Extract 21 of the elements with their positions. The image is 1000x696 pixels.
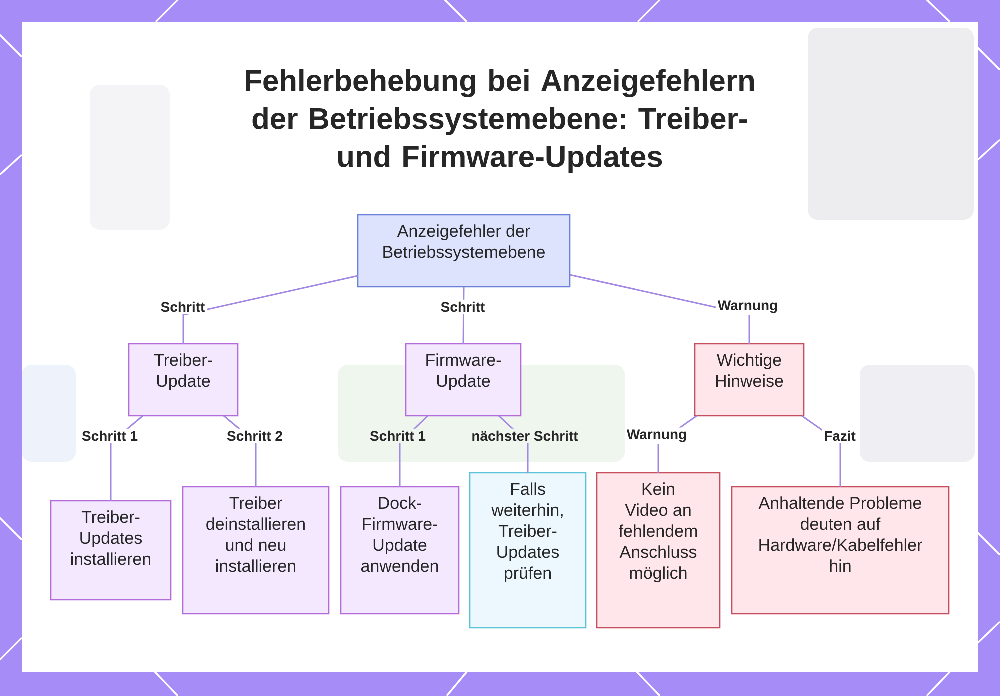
title: Fehlerbehebung bei Anzeigefehlern der Betriebssystemebene: Treiber- und Firmware-Updates bbox=[246, 69, 754, 174]
edge-label: Schritt 1 bbox=[80, 428, 140, 444]
edge-label: nächster Schritt bbox=[470, 428, 580, 444]
step-box: Treiber-Updates installieren bbox=[50, 500, 172, 601]
step-box: Dock-Firmware-Update anwenden bbox=[340, 486, 460, 615]
edge-label: Schritt 2 bbox=[225, 428, 285, 444]
warning-box: Anhaltende Probleme deuten auf Hardware/Kabelfehler hin bbox=[731, 486, 950, 615]
warning-box: Kein Video an fehlendem Anschluss möglich bbox=[596, 472, 721, 629]
edge-label: Schritt bbox=[438, 300, 488, 314]
step-box: Treiber deinstallieren und neu installieren bbox=[182, 486, 330, 615]
topic-box: Anzeigefehler der Betriebssystemebene bbox=[357, 214, 571, 288]
note-box: Falls weiterhin, Treiber-Updates prüfen bbox=[469, 472, 587, 629]
step-box: Treiber-Update bbox=[128, 343, 239, 417]
connector-line bbox=[182, 275, 358, 344]
edge-label: Warnung bbox=[716, 298, 780, 316]
edge-label: Fazit bbox=[822, 428, 858, 444]
edge-label: Schritt bbox=[158, 300, 208, 314]
edge-label: Warnung bbox=[624, 428, 690, 444]
step-box: Firmware-Update bbox=[405, 343, 522, 417]
edge-label: Schritt 1 bbox=[368, 428, 428, 444]
warning-box: Wichtige Hinweise bbox=[694, 343, 805, 417]
